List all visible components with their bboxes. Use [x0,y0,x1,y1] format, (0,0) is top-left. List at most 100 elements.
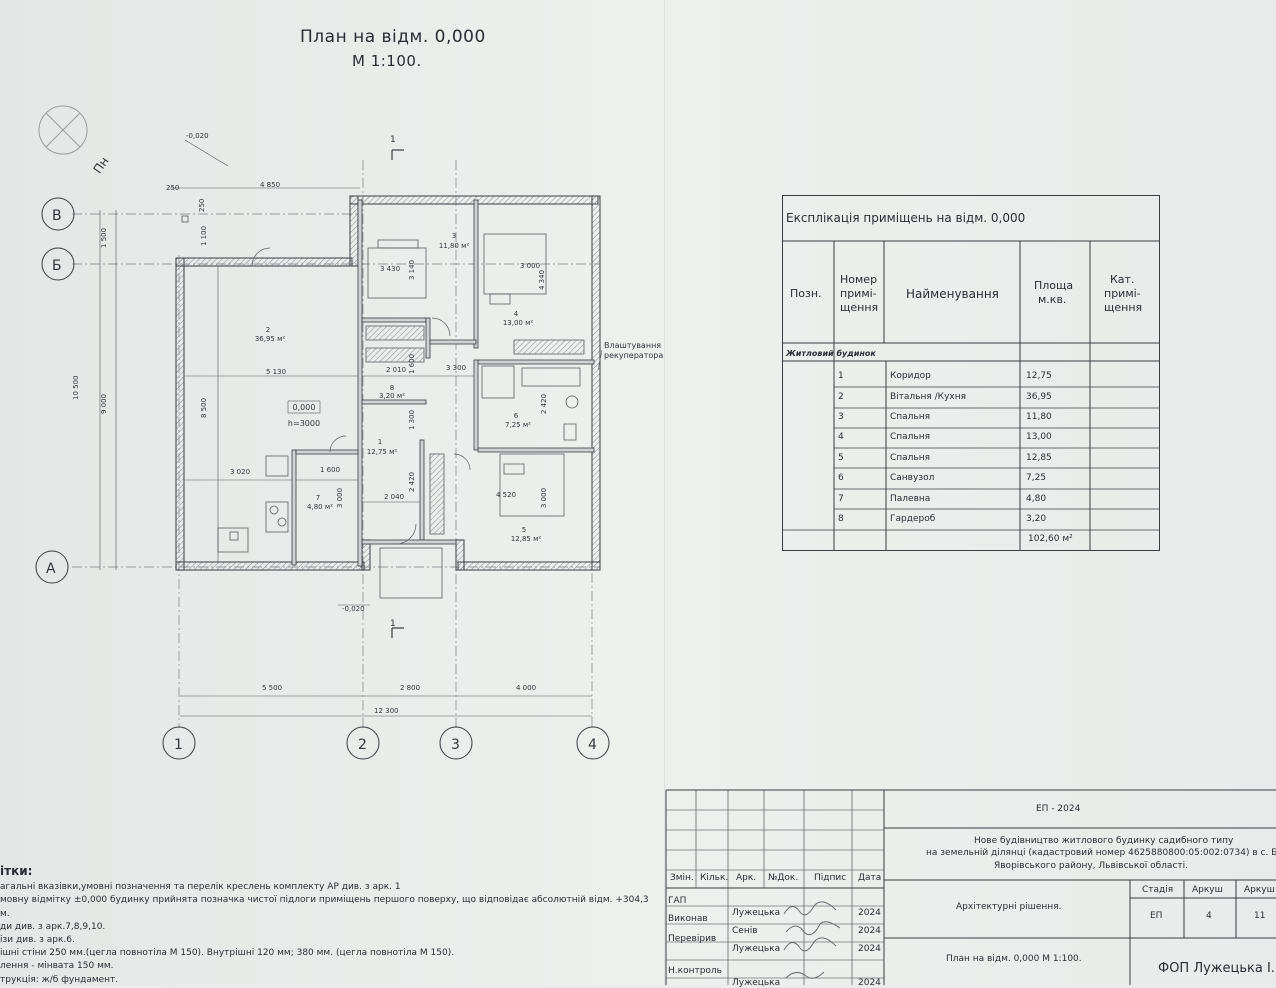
dim-3000a: 3 000 [336,488,344,508]
dim-5500: 5 500 [262,684,282,692]
header-num-3: щення [840,301,879,314]
sheet-title: План на відм. 0,000 М 1:100. [946,954,1082,964]
dim-3140: 3 140 [408,260,416,280]
role-checked: Перевірив [668,934,717,944]
room-height: h=3000 [288,419,320,428]
axis-label-a: А [46,561,56,577]
row-1-name: Коридор [890,371,931,381]
title-block: ЕП - 2024 Нове будівництво житлового буд… [664,788,1276,988]
note-line-7: трукція: ж/б фундамент. [0,974,119,985]
col-ndoc: №Док. [768,873,799,883]
note-line-1: агальні вказівки,умовні позначення та пе… [0,882,401,893]
dim-250a: 250 [166,184,179,192]
organization: ФОП Лужецька І.Я [1158,961,1276,976]
room-4-number: 4 [514,310,519,318]
note-line-2: мовну відмітку ±0,000 будинку прийнята п… [0,895,649,919]
row-3-name: Спальня [890,412,931,422]
stage-value: ЕП [1150,911,1163,921]
dim-2420a: 2 420 [408,472,416,492]
dim-1100: 1 100 [200,226,208,246]
header-num-2: примі- [840,287,877,300]
room-8-area: 3,20 м² [379,392,405,400]
role-ncontrol: Н.контроль [668,966,722,976]
row-3-area: 11,80 [1026,412,1052,422]
dim-3020: 3 020 [230,468,250,476]
dim-4340: 4 340 [538,270,546,290]
project-line-3: Яворівського району, Львівської області. [994,861,1189,871]
axis-label-2: 2 [358,737,367,753]
explication-grid [782,195,1160,551]
sheet-value: 4 [1206,911,1212,921]
role-executed: Виконав [668,914,708,924]
date-executed: 2024 [858,926,881,936]
row-8-no: 8 [838,514,844,524]
general-notes: ітки: агальні вказівки,умовні позначення… [0,864,660,987]
row-4-no: 4 [838,432,844,442]
axis-label-b: Б [52,258,62,274]
room-5-number: 5 [522,526,526,534]
header-cat-1: Кат. [1110,273,1135,286]
name-executed: Сенів [732,926,758,936]
section-mark-top: 1 [390,135,396,145]
col-kilk: Кільк. [700,873,729,883]
header-area-2: м.кв. [1038,293,1067,306]
row-2-name: Вітальня /Кухня [890,392,967,402]
axis-label-4: 4 [588,737,597,753]
dim-2800: 2 800 [400,684,420,692]
sheets-value: 11 [1254,911,1266,921]
room-7-area: 4,80 м² [307,503,333,511]
col-zmin: Змін. [670,873,694,883]
note-line-5: ішні стіни 250 мм.(цегла повнотіла М 150… [0,948,455,959]
header-cat-2: примі- [1104,287,1141,300]
dim-4850: 4 850 [260,181,280,189]
dim-1500: 1 500 [100,228,108,248]
header-area-1: Площа [1034,279,1074,292]
doors [251,247,471,545]
note-line-4: ізи див. з арк.6. [0,935,75,946]
project-line-1: Нове будівництво житлового будинку садиб… [974,836,1234,846]
signature-scribbles [783,901,841,979]
level-top: -0,020 [186,132,209,140]
group-label: Житловий будинок [786,349,876,358]
furniture [181,215,585,599]
header-num-1: Номер [840,273,878,286]
header-cat-3: щення [1104,301,1143,314]
room-7-number: 7 [316,494,320,502]
notes-heading: ітки: [0,864,33,878]
room-6-number: 6 [514,412,519,420]
interior-walls [291,199,595,567]
north-label: Пн [90,154,111,176]
axis-label-1: 1 [174,737,183,753]
dim-3000b: 3 000 [520,262,540,270]
room-2-number: 2 [266,326,270,334]
room-4-area: 13,00 м² [503,319,534,327]
name-checked: Лужецька [732,944,781,954]
row-6-area: 7,25 [1026,473,1047,483]
room-1-area: 12,75 м² [367,448,398,456]
col-data: Дата [858,873,882,883]
row-1-area: 12,75 [1026,371,1052,381]
exterior-walls [175,195,601,571]
dim-2420b: 2 420 [540,394,548,414]
dim-250b: 250 [198,199,206,212]
row-2-no: 2 [838,392,844,402]
dim-8500: 8 500 [200,398,208,418]
sheets-header: Аркуш [1244,885,1275,895]
stage-header: Стадія [1142,885,1174,895]
dim-9000: 9 000 [100,394,108,414]
drawing-scale: М 1:100. [352,52,422,70]
row-2-area: 36,95 [1026,392,1052,402]
col-ark: Арк. [736,873,757,883]
total-area: 102,60 м² [1028,534,1073,544]
dim-3000c: 3 000 [540,488,548,508]
row-3-no: 3 [838,412,844,422]
north-arrow-icon: Пн [38,105,112,176]
floor-level: 0,000 [293,403,316,412]
date-checked: 2024 [858,944,881,954]
dim-1300: 1 300 [408,410,416,430]
section-title: Архітектурні рішення. [956,902,1062,912]
header-pos: Позн. [790,287,822,300]
row-4-area: 13,00 [1026,432,1052,442]
dim-2010: 2 010 [386,366,406,374]
